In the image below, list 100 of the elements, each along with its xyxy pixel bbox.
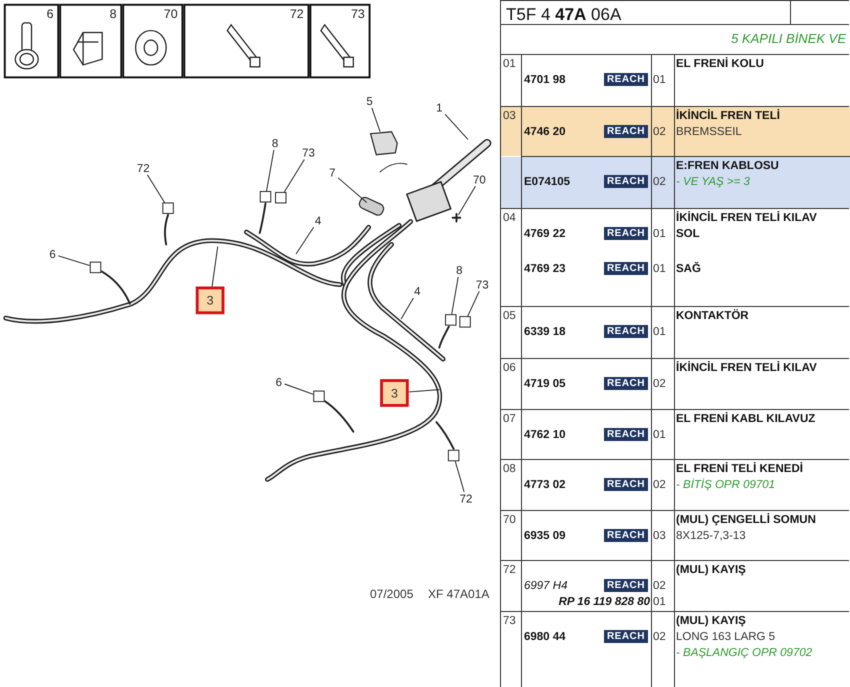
leader-line — [284, 159, 305, 192]
leader-line — [451, 276, 459, 315]
clip-marker — [260, 191, 272, 202]
part-description: (MUL) KAYIŞ — [676, 614, 746, 628]
callout-number: 6 — [46, 247, 58, 261]
leader-line — [467, 290, 480, 317]
leader-line — [400, 297, 414, 320]
part-thumbnail — [59, 4, 122, 78]
leader-line — [454, 460, 465, 492]
reference-number: 01 — [503, 57, 516, 71]
quantity: 01 — [653, 325, 666, 339]
part-note: - BİTİŞ OPR 09701 — [676, 478, 776, 492]
part-number: 4762 10 — [524, 428, 566, 442]
part-description: BREMSSEIL — [676, 125, 742, 139]
quantity: 01 — [653, 73, 666, 87]
part-number: 72 — [290, 8, 304, 21]
part-description: SOL — [676, 227, 700, 241]
reference-number: 04 — [503, 211, 516, 225]
reference-number: 07 — [503, 412, 516, 426]
compliance-badge: REACH — [604, 262, 648, 276]
compliance-badge: REACH — [604, 478, 648, 491]
reference-number: 72 — [503, 563, 516, 577]
catalog-code: T5F 4 47A 06A — [506, 4, 622, 25]
part-description: (MUL) ÇENGELLİ SOMUN — [676, 513, 816, 527]
part-description: İKİNCİL FREN TELİ — [676, 109, 780, 123]
callout-number: 4 — [412, 284, 424, 298]
compliance-badge: REACH — [604, 529, 648, 542]
callout-number: 4 — [312, 214, 324, 228]
reference-number: 05 — [503, 309, 516, 323]
quantity: 02 — [653, 125, 666, 139]
part-description: EL FRENİ KABL KILAVUZ — [676, 412, 816, 426]
clip-marker — [459, 316, 471, 328]
reference-number: 73 — [503, 614, 516, 628]
leader-line — [444, 114, 468, 140]
drawing-code: XF 47A01A — [428, 587, 490, 601]
clip-marker — [90, 262, 102, 274]
leader-line — [212, 246, 218, 287]
callout-number: 72 — [134, 161, 152, 175]
part-description: 8X125-7,3-13 — [676, 529, 746, 543]
part-thumbnail — [183, 4, 310, 78]
callout-number: 70 — [470, 172, 488, 186]
callout-number: 72 — [457, 492, 475, 506]
part-description: KONTAKTÖR — [676, 309, 749, 323]
compliance-badge: REACH — [604, 630, 648, 643]
drawing-date: 07/2005 — [370, 587, 414, 601]
part-number: 4773 02 — [524, 478, 566, 492]
part-number: 4769 22 — [524, 227, 566, 241]
part-description: E:FREN KABLOSU — [676, 159, 779, 173]
leader-line — [266, 149, 274, 192]
part-number: 4746 20 — [524, 125, 566, 139]
reference-number: 08 — [503, 462, 516, 476]
part-description: SAĞ — [676, 262, 701, 276]
part-number: 6339 18 — [524, 325, 566, 339]
clip-marker — [445, 314, 456, 326]
part-description: İKİNCİL FREN TELİ KILAV — [676, 211, 817, 225]
part-number: 8 — [110, 8, 116, 21]
part-number: 6997 H4 — [524, 579, 568, 593]
callout-number: 8 — [454, 264, 466, 277]
clip-marker — [448, 450, 460, 462]
callout-number: 3 — [206, 294, 214, 308]
callout-number: 73 — [300, 146, 318, 160]
vehicle-variant: 5 KAPILI BİNEK VE — [731, 31, 846, 47]
part-number: 70 — [164, 8, 178, 21]
quantity: 01 — [653, 227, 666, 241]
quantity: 01 — [653, 595, 666, 609]
callout-number: 6 — [273, 375, 285, 389]
quantity: 02 — [653, 630, 666, 644]
compliance-badge: REACH — [604, 73, 648, 86]
callout-number: 7 — [326, 166, 338, 180]
callout-box — [196, 286, 224, 314]
quantity: 02 — [653, 377, 666, 391]
callout-number: 3 — [390, 386, 398, 400]
part-number: E074105 — [524, 175, 570, 189]
part-number: 4769 23 — [524, 262, 566, 276]
compliance-badge: REACH — [604, 428, 648, 441]
quantity: 01 — [653, 428, 666, 442]
leader-line — [284, 384, 314, 395]
part-note: - BAŞLANGIÇ OPR 09702 — [676, 646, 812, 660]
compliance-badge: REACH — [604, 125, 648, 138]
leader-line — [371, 107, 381, 132]
part-thumbnail — [309, 4, 371, 78]
part-number: 6 — [46, 8, 54, 21]
clip-marker — [313, 390, 325, 402]
compliance-badge: REACH — [604, 325, 648, 338]
reference-number: 06 — [503, 361, 516, 375]
part-description: EL FRENİ KOLU — [676, 57, 764, 71]
leader-line — [458, 186, 476, 216]
callout-number: 73 — [474, 278, 491, 292]
callout-box — [380, 379, 409, 407]
part-thumbnail — [4, 4, 60, 78]
clip-marker — [275, 192, 286, 204]
clip-marker — [162, 202, 174, 214]
leader-line — [296, 226, 314, 254]
quantity: 02 — [653, 579, 666, 593]
part-description: (MUL) KAYIŞ — [676, 563, 746, 577]
quantity: 03 — [653, 529, 666, 543]
quantity: 02 — [653, 478, 666, 492]
callout-number: 5 — [364, 94, 376, 108]
leader-line — [408, 389, 440, 392]
leader-line — [146, 174, 166, 203]
